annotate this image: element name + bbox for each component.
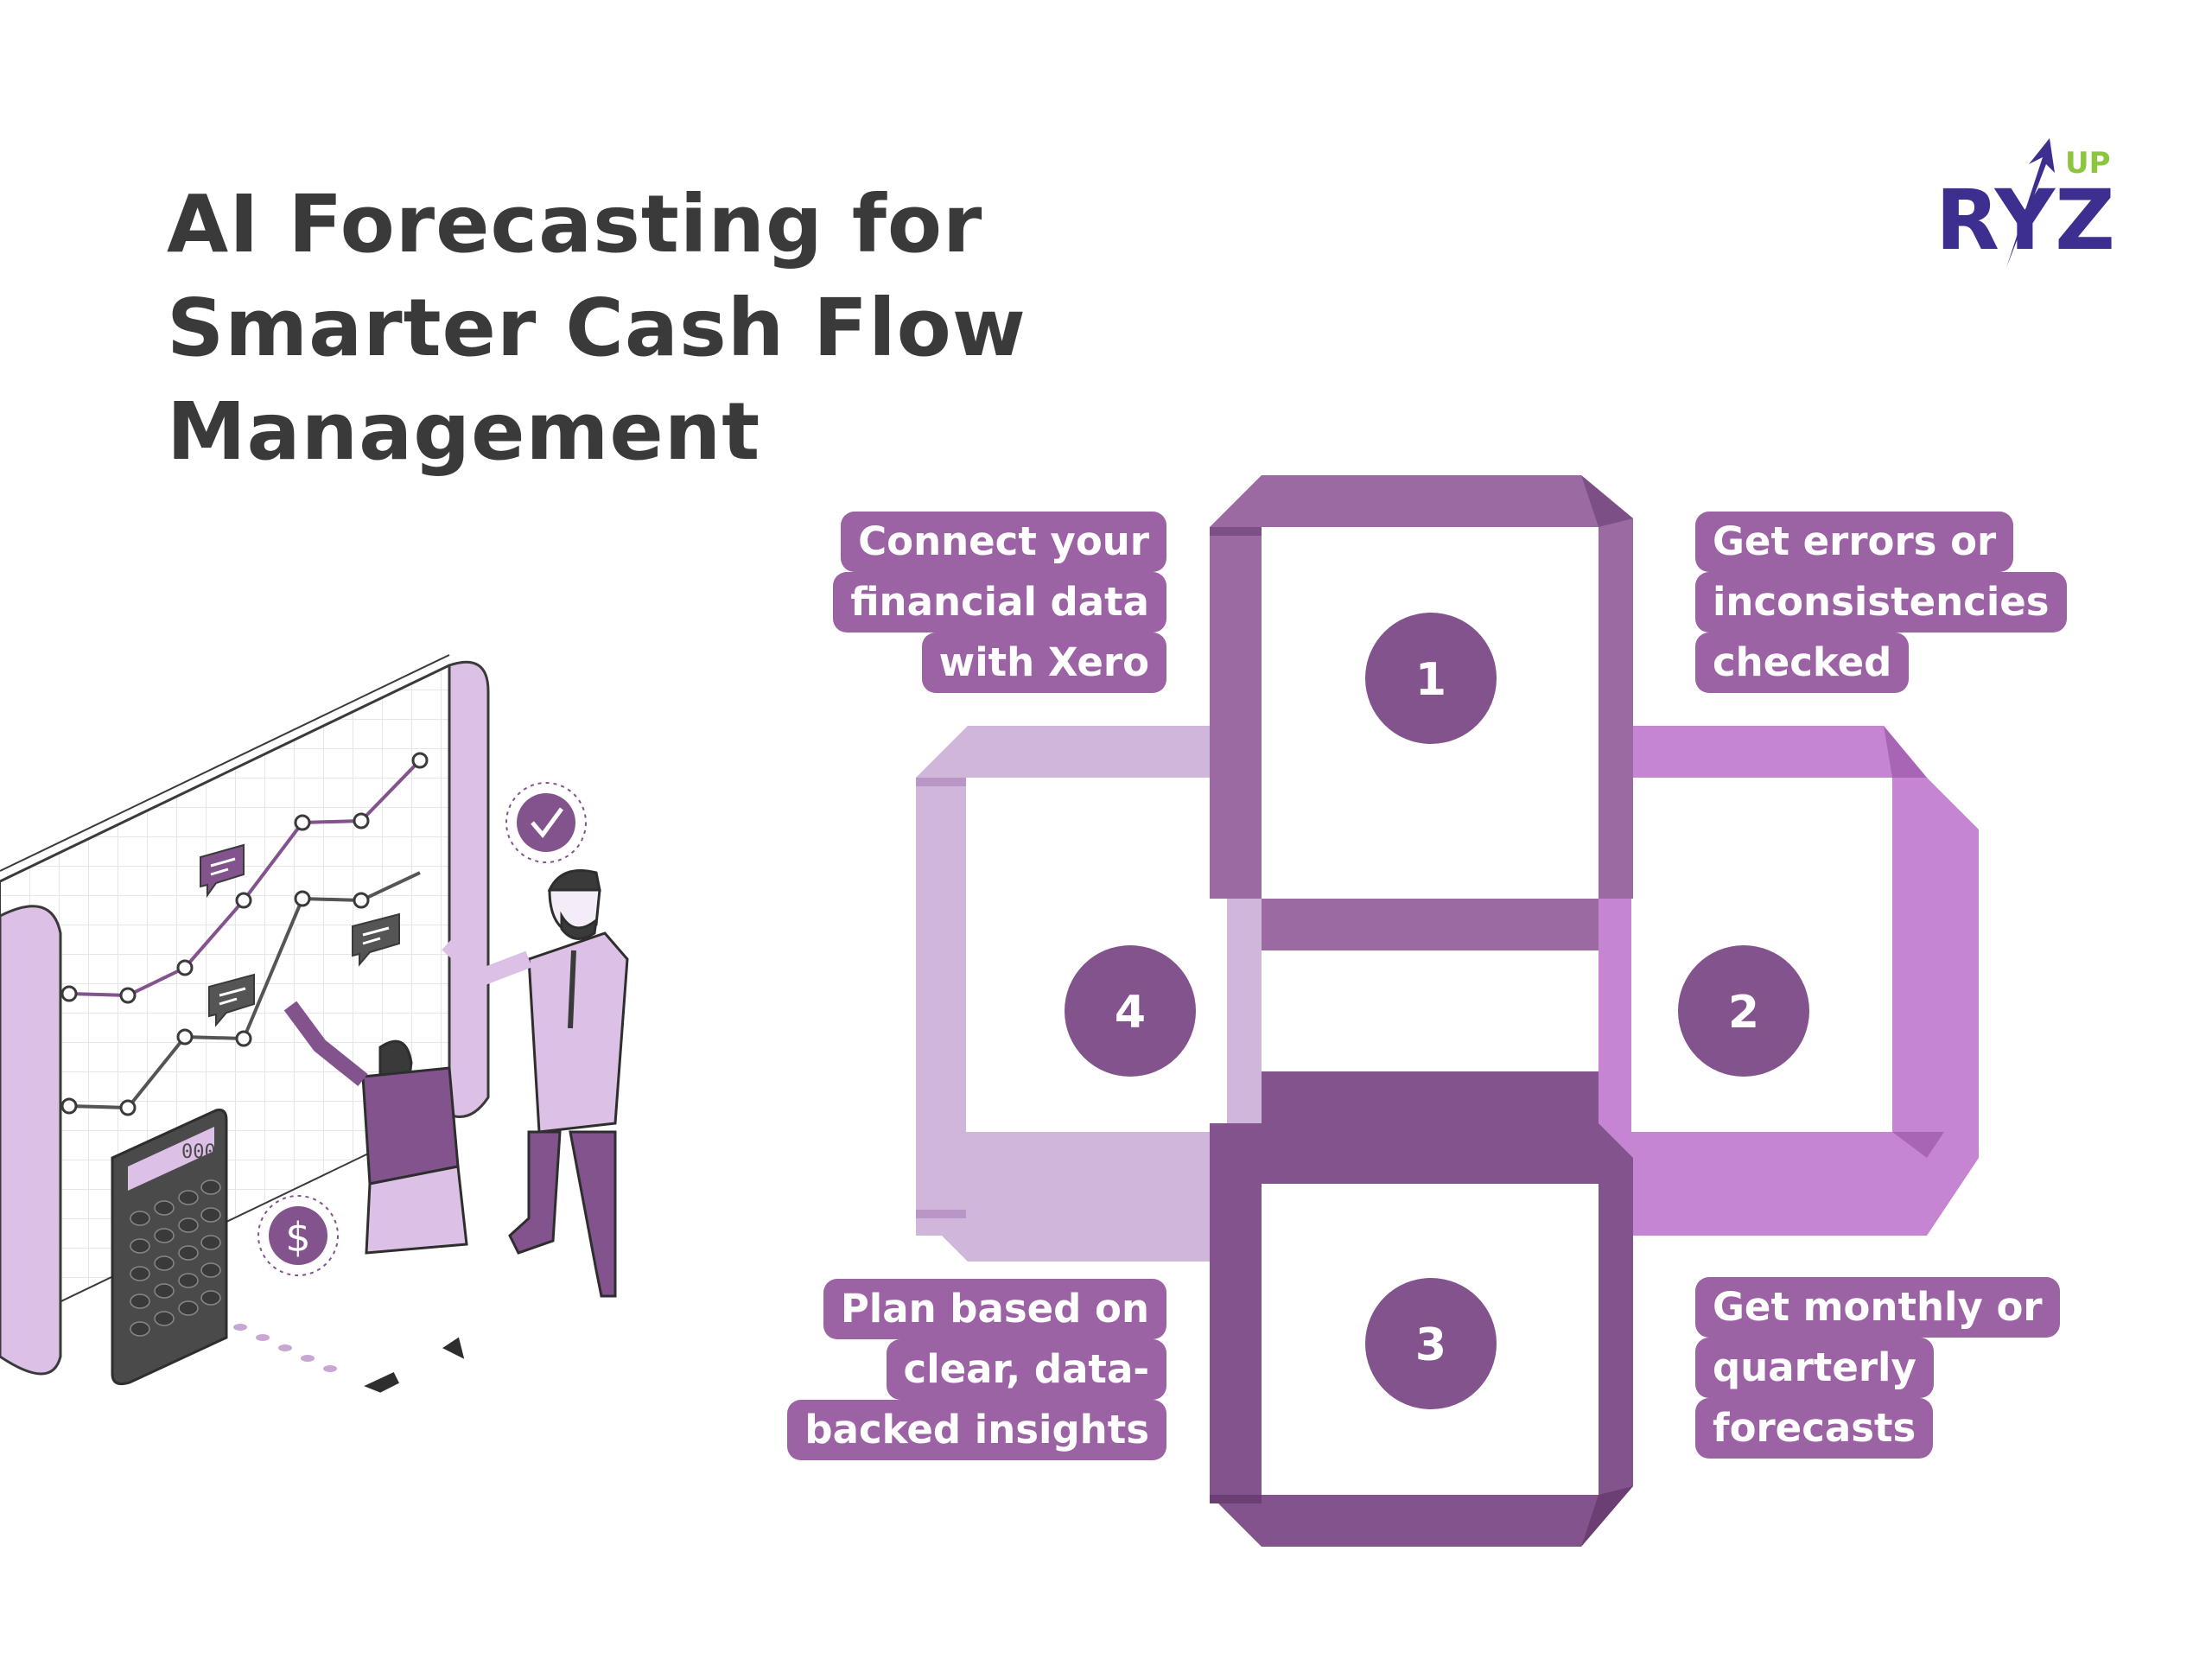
svg-text:000: 000: [181, 1141, 216, 1163]
step-2-line-1: Get errors or: [1695, 512, 2014, 572]
business-people-illustration: $ 000: [0, 654, 629, 1393]
title-line-1: AI Forecasting for: [167, 178, 983, 270]
step-3-label: Get monthly or quarterly forecasts: [1695, 1277, 2060, 1459]
svg-text:1: 1: [1415, 654, 1446, 706]
step-3-line-2: quarterly: [1695, 1338, 1934, 1398]
step-4-badge: 4: [1065, 945, 1196, 1077]
chat-bubble-icon: [352, 912, 400, 967]
chat-bubble-icon: [208, 973, 255, 1027]
logo-arrow-icon: [2006, 138, 2055, 268]
logo-text: RYZ: [1936, 172, 2115, 269]
svg-text:$: $: [285, 1214, 310, 1261]
woman-figure: [283, 1001, 468, 1393]
title-line-2: Smarter Cash Flow: [167, 282, 1027, 374]
chat-bubble-icon: [200, 843, 245, 899]
step-1-badge: 1: [1365, 613, 1497, 744]
step-2-line-2: inconsistencies: [1695, 572, 2067, 632]
step-2-line-3: checked: [1695, 632, 1910, 693]
step-4-line-2: clear, data-: [886, 1339, 1166, 1400]
title-line-3: Management: [167, 385, 761, 478]
step-3-line-1: Get monthly or: [1695, 1277, 2060, 1338]
step-1-line-1: Connect your: [841, 512, 1166, 572]
left-scroll: [0, 905, 62, 1376]
dollar-badge-icon: $: [257, 1195, 339, 1276]
man-figure: [442, 869, 629, 1298]
step-3-line-3: forecasts: [1695, 1398, 1934, 1459]
step-4-line-3: backed insights: [787, 1400, 1166, 1460]
logo-superscript: UP: [2065, 146, 2111, 181]
svg-text:3: 3: [1415, 1319, 1446, 1371]
step-2-label: Get errors or inconsistencies checked: [1695, 512, 2067, 693]
step-4-line-1: Plan based on: [823, 1279, 1166, 1339]
step-1-line-3: with Xero: [921, 632, 1166, 693]
page-title: AI Forecasting for Smarter Cash Flow Man…: [167, 173, 1117, 484]
step-1-line-2: financial data: [833, 572, 1166, 632]
right-scroll: [448, 660, 490, 1118]
ryz-up-logo: RYZ UP: [1936, 138, 2115, 269]
svg-text:2: 2: [1728, 987, 1759, 1039]
calculator-icon: 000: [111, 1109, 228, 1386]
svg-text:4: 4: [1115, 987, 1146, 1039]
step-2-badge: 2: [1678, 945, 1809, 1077]
step-4-label: Plan based on clear, data- backed insigh…: [787, 1279, 1166, 1460]
check-badge-icon: [505, 782, 587, 863]
step-1-label: Connect your financial data with Xero: [833, 512, 1166, 693]
four-step-chain-diagram: 1 2 3 4: [916, 475, 1979, 1547]
step-3-badge: 3: [1365, 1278, 1497, 1409]
